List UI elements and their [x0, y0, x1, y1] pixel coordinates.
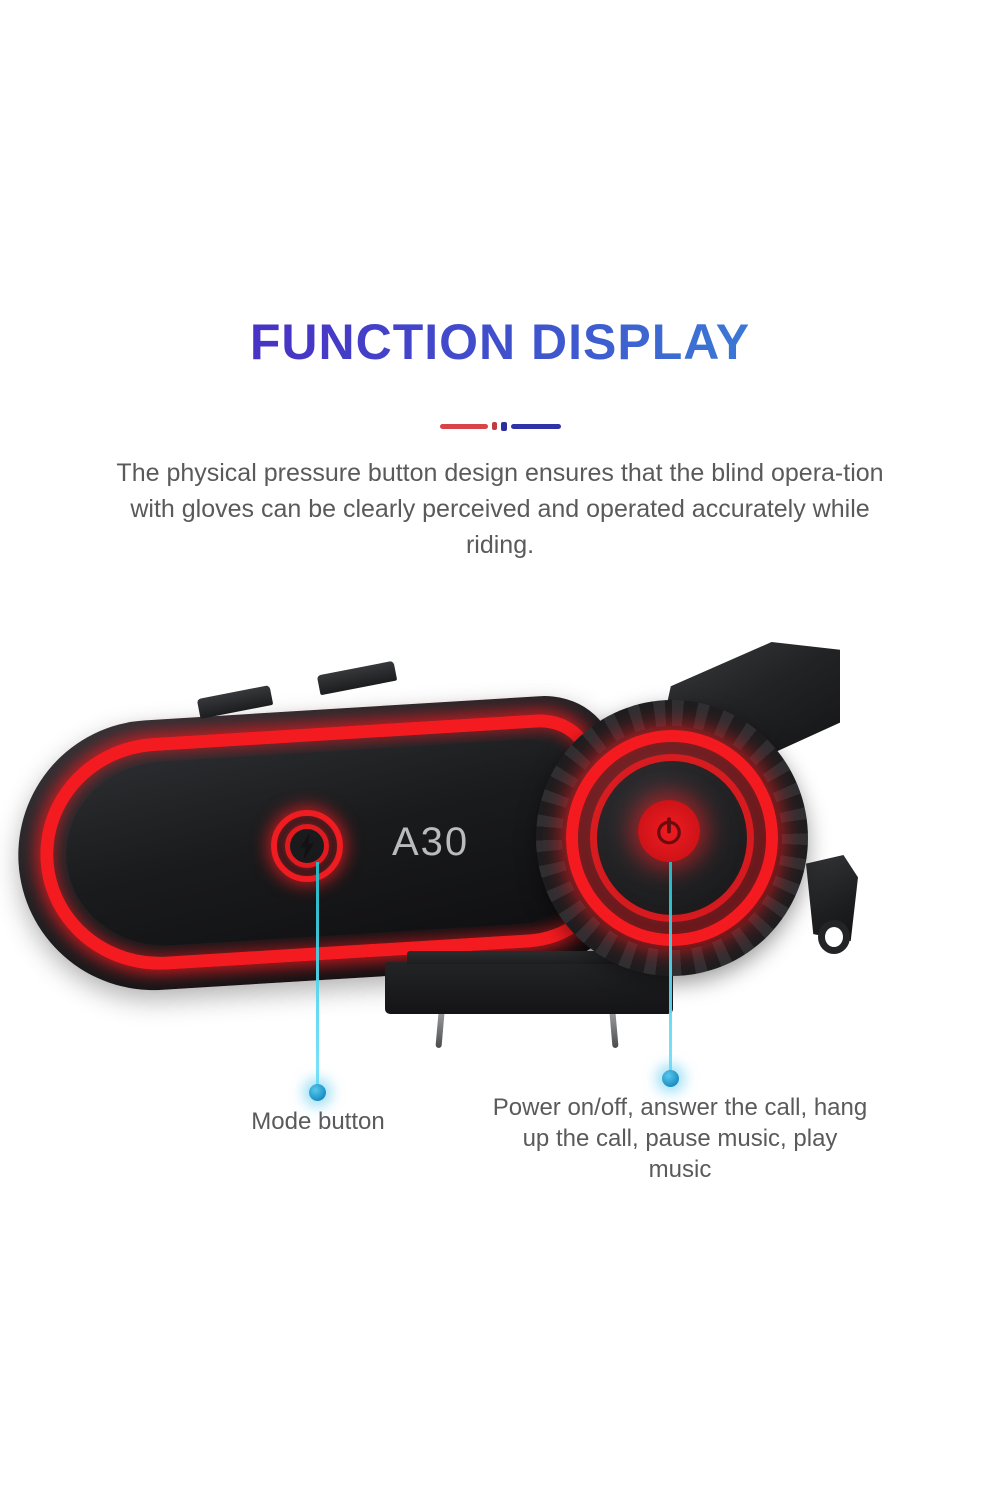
- callout-label-mode: Mode button: [251, 1108, 385, 1135]
- top-tab-button-2[interactable]: [316, 660, 398, 696]
- mode-button[interactable]: [271, 810, 343, 882]
- power-button[interactable]: [638, 800, 700, 862]
- callout-dot-power: [662, 1070, 679, 1087]
- mode-button-inner-ring: [285, 824, 329, 868]
- divider-blue-bar: [510, 423, 561, 429]
- divider-red-bar: [439, 423, 488, 429]
- speaker-led-inner-ring: [590, 754, 754, 922]
- clip-hole: [818, 920, 850, 954]
- callout-dot-mode: [309, 1084, 326, 1101]
- page-title: FUNCTION DISPLAY: [0, 312, 1000, 372]
- mount-bracket: [385, 951, 673, 1014]
- power-icon: [657, 817, 681, 845]
- title-divider: [0, 420, 1000, 432]
- lightning-bolt-icon: [300, 833, 315, 859]
- divider-blue-dot: [500, 421, 507, 431]
- callout-line-mode: [316, 862, 319, 1090]
- description-text: The physical pressure button design ensu…: [116, 459, 884, 559]
- model-label: A30: [392, 820, 470, 864]
- callout-line-power: [669, 862, 672, 1076]
- divider-red-dot: [491, 422, 497, 430]
- callout-label-power: Power on/off, answer the call, hang up t…: [492, 1094, 868, 1183]
